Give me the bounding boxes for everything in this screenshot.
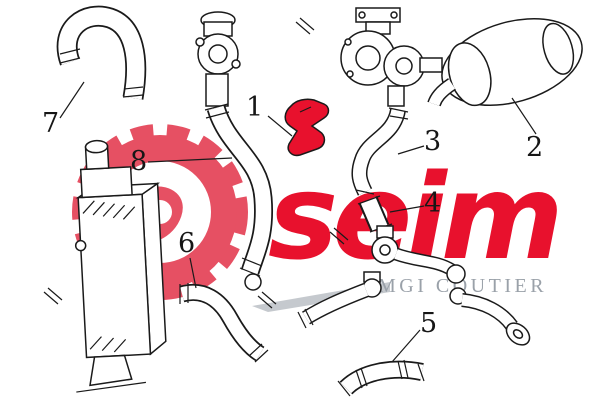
- part-label-2: 2: [526, 132, 544, 163]
- intercooler: [74, 139, 167, 393]
- part-5-hose-assembly: [297, 225, 531, 397]
- leader-lines: [59, 81, 537, 363]
- part-8-hose: [204, 103, 274, 291]
- part-7-hose: [56, 5, 147, 100]
- part-3-hose: [351, 107, 409, 196]
- part-label-3: 3: [424, 126, 442, 157]
- part-1-shape: [284, 98, 330, 157]
- part-label-7: 7: [42, 108, 60, 139]
- part-2-resonator: [427, 17, 583, 107]
- part-label-8: 8: [130, 146, 148, 177]
- part-4-sleeve: [357, 195, 393, 233]
- turbocharger: [340, 7, 443, 107]
- part-1-sensor-highlight: [284, 98, 330, 157]
- part-label-6: 6: [178, 228, 196, 259]
- part-label-5: 5: [420, 308, 438, 339]
- throttle-body: [195, 11, 241, 107]
- break-marks: [43, 17, 349, 309]
- part-label-4: 4: [424, 188, 442, 219]
- subbrand-wordmark: MGI COUTIER: [378, 275, 547, 297]
- part-label-1: 1: [246, 92, 264, 123]
- part-6-hose: [179, 283, 269, 363]
